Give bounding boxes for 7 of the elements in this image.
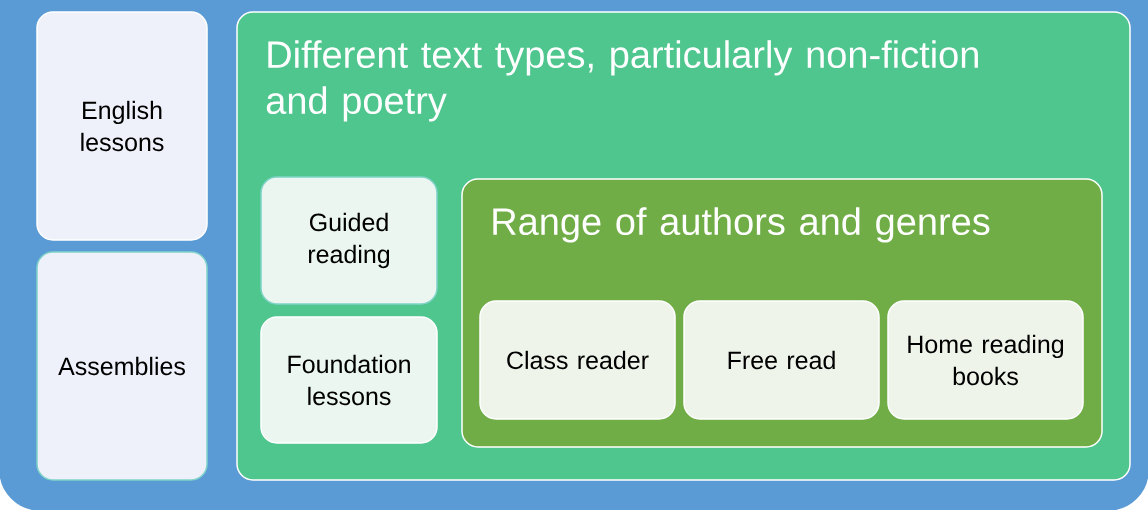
text-box: Assemblies [36, 251, 208, 481]
text-box: Home reading books [887, 300, 1084, 420]
text-box: Guided reading [260, 176, 438, 305]
text-box: Free read [683, 300, 880, 420]
text-box: Class reader [479, 300, 676, 420]
text-box: English lessons [36, 11, 208, 241]
text-box: Foundation lessons [260, 316, 438, 444]
